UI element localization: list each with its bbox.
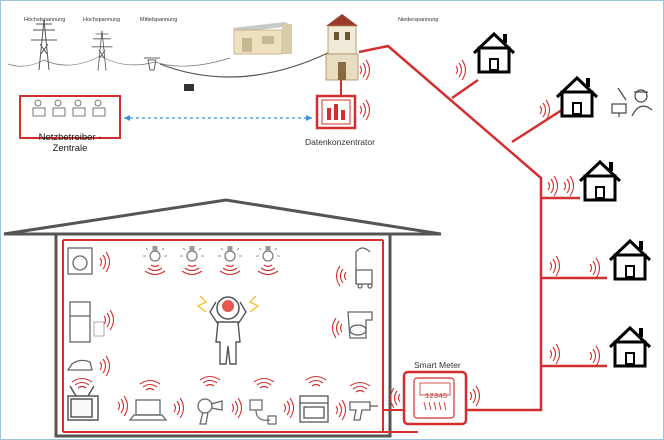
operator-staff-icon — [32, 99, 106, 117]
transformer-building-icon — [232, 22, 292, 55]
meter-reading: 12345 — [424, 392, 448, 401]
hairdryer-icon — [197, 398, 223, 425]
wave-icon — [359, 99, 371, 121]
operator-central-label: Netzbetreiber - Zentrale — [38, 131, 102, 154]
label-mittelspannung: Mittelspannung — [140, 17, 178, 23]
wave-icon — [455, 59, 467, 81]
concentrator-label: Datenkonzentrator — [305, 137, 375, 147]
wave-icon — [549, 255, 561, 277]
label-hoechstspannung: Höchstspannung — [24, 17, 66, 23]
home-roof — [3, 198, 442, 236]
wave-icon — [389, 387, 401, 409]
wave-icon — [549, 343, 561, 365]
house-icon — [608, 239, 652, 281]
wave-icon — [539, 99, 551, 121]
vacuum-icon — [355, 247, 373, 289]
arrow-left-icon — [124, 115, 130, 121]
wave-icon — [469, 385, 481, 407]
smart-meter-icon — [402, 370, 468, 426]
wave-icon — [589, 345, 601, 367]
house-icon — [578, 160, 622, 202]
house-icon — [555, 76, 599, 118]
transmission-line — [7, 55, 231, 67]
label-niederspannung: Niederspannung — [398, 17, 439, 23]
tv-icon — [67, 385, 99, 421]
drill-icon — [349, 401, 378, 421]
substation-tower-icon — [325, 14, 359, 81]
smart-meter-label: Smart Meter — [414, 360, 461, 370]
cable-box-icon — [184, 84, 194, 91]
laptop-icon — [128, 399, 168, 421]
oven-icon — [299, 395, 329, 423]
iron-icon — [66, 359, 93, 371]
house-icon — [608, 326, 652, 368]
pylon-icon — [30, 19, 58, 71]
charger-icon — [249, 399, 277, 425]
fridge-icon — [69, 301, 105, 343]
operator-central-box — [19, 95, 121, 139]
arrow-right-icon — [306, 115, 312, 121]
pole-icon — [144, 57, 160, 71]
wave-icon — [547, 175, 559, 197]
pylon-icon — [91, 30, 113, 72]
concentrator-icon — [315, 94, 357, 130]
stressed-person-icon — [196, 295, 260, 365]
home-wiring — [62, 239, 418, 433]
wave-icon — [563, 175, 575, 197]
hacker-icon — [611, 87, 653, 117]
label-hochspannung: Hochspannung — [83, 17, 121, 23]
house-icon — [472, 32, 516, 74]
mixer-icon — [347, 311, 373, 339]
medium-voltage-cable — [159, 51, 331, 78]
low-voltage-network — [358, 44, 543, 412]
wave-icon — [589, 257, 601, 279]
wave-icon — [359, 59, 371, 81]
washing-machine-icon — [67, 247, 93, 275]
